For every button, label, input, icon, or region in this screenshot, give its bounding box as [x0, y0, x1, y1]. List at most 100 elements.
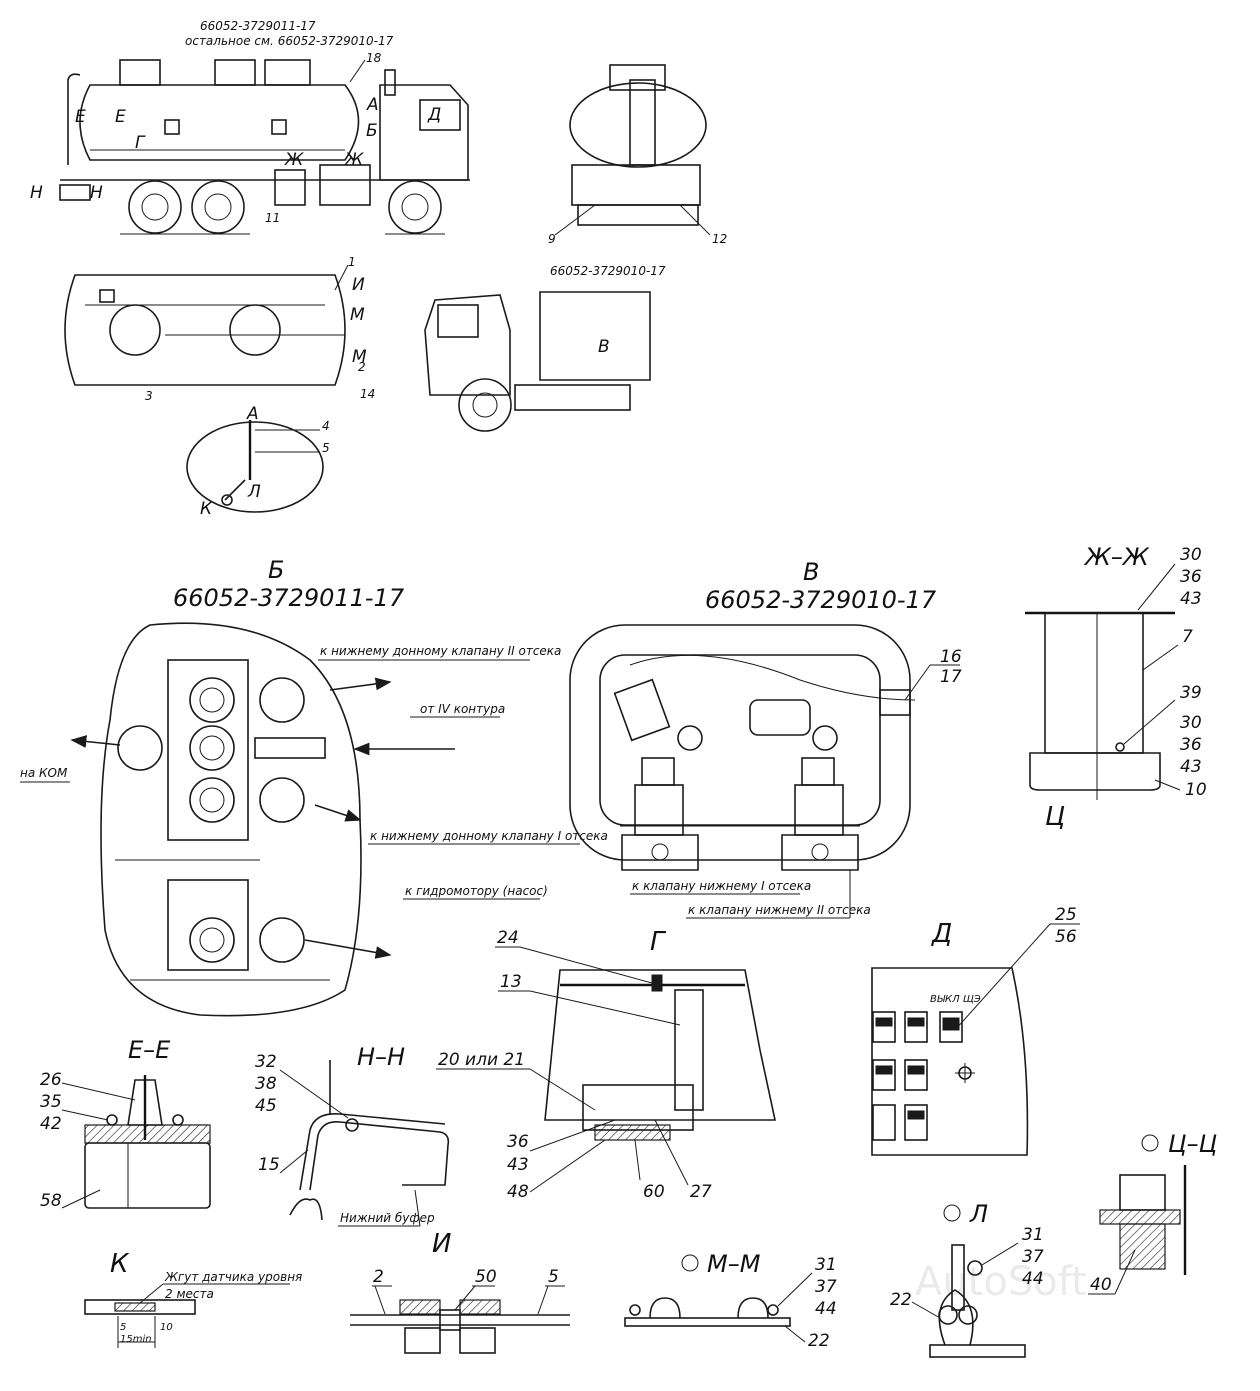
letter-m2: М — [352, 347, 367, 367]
ref-3: 3 — [145, 389, 153, 403]
cab-window — [419, 99, 461, 131]
rear-tank — [569, 82, 707, 168]
ref-40: 40 — [1090, 1275, 1112, 1295]
letter-a-ellipse: А — [246, 404, 259, 424]
letter-k: К — [200, 499, 213, 519]
ref-37-l: 37 — [1022, 1247, 1044, 1267]
dim-10: 10 — [160, 1322, 173, 1333]
rear-wheel-2 — [191, 180, 245, 234]
label-valve-1: к клапану нижнему I отсека — [632, 879, 811, 893]
label-to-hydromotor: к гидромотору (насос) — [405, 884, 548, 898]
ellipse-section-view: А Л К 4 5 — [186, 404, 330, 519]
ref-9: 9 — [548, 232, 556, 246]
ref-36-top: 36 — [1180, 567, 1202, 587]
ref-58: 58 — [40, 1191, 62, 1211]
ref-35: 35 — [40, 1092, 62, 1112]
view-v: В 66052-3729010-17 16 17 к клапану нижне… — [569, 558, 962, 919]
view-m-m: М–М 31 37 44 22 — [624, 1250, 837, 1351]
ref-32: 32 — [255, 1052, 277, 1072]
letter-zh1: Ж — [284, 150, 304, 170]
view-b-code: 66052-3729011-17 — [173, 584, 405, 612]
ref-56: 56 — [1055, 927, 1077, 947]
side-view-note: остальное см. 66052-3729010-17 — [185, 34, 394, 48]
letter-m1: М — [350, 305, 365, 325]
label-places: 2 места — [165, 1287, 214, 1301]
view-k-letter: К — [110, 1249, 130, 1279]
label-harness: Жгут датчика уровня — [164, 1270, 302, 1284]
view-b-letter: Б — [268, 556, 284, 584]
letter-d: Д — [427, 105, 441, 125]
letter-v: В — [598, 337, 610, 357]
ladder-rail — [67, 73, 81, 165]
ref-27: 27 — [690, 1182, 712, 1202]
ref-45: 45 — [255, 1096, 277, 1116]
view-v-outline — [569, 624, 911, 861]
ref-12: 12 — [712, 232, 727, 246]
label-lower-bumper: Нижний буфер — [340, 1211, 435, 1225]
front-wheel — [388, 180, 442, 234]
ref-25: 25 — [1055, 905, 1077, 925]
ref-48: 48 — [507, 1182, 529, 1202]
view-zh-zh: Ж–Ж Ц 30 36 43 7 39 30 36 43 10 — [1025, 543, 1207, 832]
ref-4: 4 — [322, 419, 330, 433]
ref-38: 38 — [255, 1074, 277, 1094]
ref-31-mm: 31 — [815, 1255, 837, 1275]
view-b: Б 66052-3729011-17 к нижнему донному кла… — [20, 556, 608, 1017]
rear-wheel-1 — [128, 180, 182, 234]
ref-43-mid: 43 — [1180, 757, 1202, 777]
ref-1: 1 — [348, 255, 356, 269]
ref-39: 39 — [1180, 683, 1202, 703]
ref-36-g: 36 — [507, 1132, 529, 1152]
view-zh-title: Ж–Ж — [1083, 543, 1150, 571]
letter-zh2: Ж — [344, 150, 364, 170]
view-ts-ts: Ц–Ц 40 — [1088, 1130, 1217, 1295]
ref-31-l: 31 — [1022, 1225, 1044, 1245]
ref-7: 7 — [1182, 627, 1193, 647]
letter-a: А — [366, 95, 379, 115]
ref-37-mm: 37 — [815, 1277, 837, 1297]
letter-n2: Н — [90, 183, 103, 203]
side-view-code: 66052-3729011-17 — [200, 19, 316, 33]
ref-30-mid: 30 — [1180, 713, 1202, 733]
view-g: Г 24 13 20 или 21 36 43 48 60 27 — [436, 927, 776, 1202]
ref-43-top: 43 — [1180, 589, 1202, 609]
ref-11: 11 — [265, 211, 280, 225]
view-i: И 2 50 5 — [350, 1229, 570, 1354]
dim-5: 5 — [120, 1322, 126, 1333]
view-d-letter: Д — [931, 919, 952, 949]
label-lower-valve-1: к нижнему донному клапану I отсека — [370, 829, 608, 843]
view-ee-title: Е–Е — [128, 1036, 171, 1064]
truck-rear-view: 9 12 — [548, 64, 727, 246]
letter-l: Л — [247, 482, 261, 502]
ref-36-mid: 36 — [1180, 735, 1202, 755]
truck-plan-view: 1 2 3 14 И М М — [64, 255, 375, 403]
view-v-letter: В — [803, 558, 819, 586]
ref-20-or-21: 20 или 21 — [438, 1050, 525, 1070]
letter-b: Б — [366, 121, 378, 141]
hatch-2 — [214, 59, 256, 86]
cab-detail-view: 66052-3729010-17 В — [424, 264, 666, 432]
ref-44-mm: 44 — [815, 1299, 837, 1319]
view-d: Д ВЫКЛ ЩЭ 25 56 — [871, 905, 1080, 1156]
label-valve-2: к клапану нижнему II отсека — [688, 903, 871, 917]
hatch-3 — [264, 59, 311, 86]
ref-30-top: 30 — [1180, 545, 1202, 565]
label-to-kom: на КОМ — [20, 766, 68, 780]
label-lower-valve-2: к нижнему донному клапану II отсека — [320, 644, 561, 658]
view-g-letter: Г — [650, 927, 667, 957]
view-l: Л 31 37 44 22 — [890, 1200, 1044, 1358]
view-i-letter: И — [432, 1229, 451, 1259]
letter-i: И — [352, 275, 365, 295]
ref-17: 17 — [940, 667, 962, 687]
view-n-n: Н–Н 32 38 45 15 Нижний буфер — [255, 1043, 450, 1227]
letter-e1: Е — [75, 107, 86, 127]
view-e-e: Е–Е 26 35 42 58 — [40, 1036, 211, 1211]
hatch-1 — [119, 59, 161, 86]
tank-body — [79, 84, 360, 161]
ref-5-i: 5 — [548, 1267, 559, 1287]
ref-42: 42 — [40, 1114, 62, 1134]
view-mm-title: М–М — [707, 1250, 761, 1278]
ref-16: 16 — [940, 647, 962, 667]
view-nn-title: Н–Н — [357, 1043, 405, 1071]
